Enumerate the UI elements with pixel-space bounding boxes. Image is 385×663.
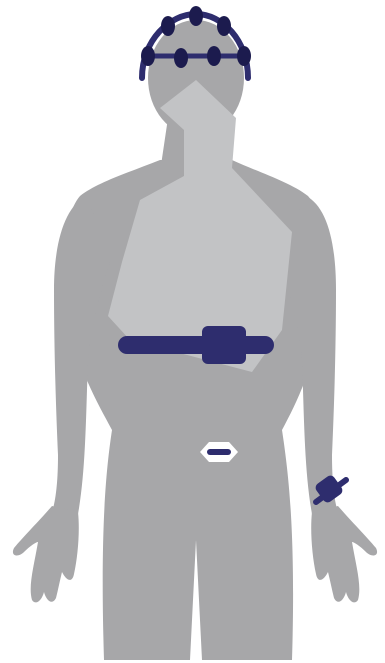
eeg-electrode	[189, 6, 203, 26]
torso-highlight	[108, 80, 292, 372]
patch-sensor	[207, 449, 231, 455]
eeg-electrode	[207, 46, 221, 66]
eeg-electrode	[174, 48, 188, 68]
right-hand	[311, 506, 377, 602]
chest-strap-band	[118, 336, 274, 354]
eeg-electrode	[237, 46, 251, 66]
eeg-electrode	[217, 16, 231, 36]
left-hand	[13, 506, 79, 602]
chest-strap-sensor	[202, 326, 246, 364]
eeg-electrode	[141, 46, 155, 66]
eeg-electrode	[161, 16, 175, 36]
